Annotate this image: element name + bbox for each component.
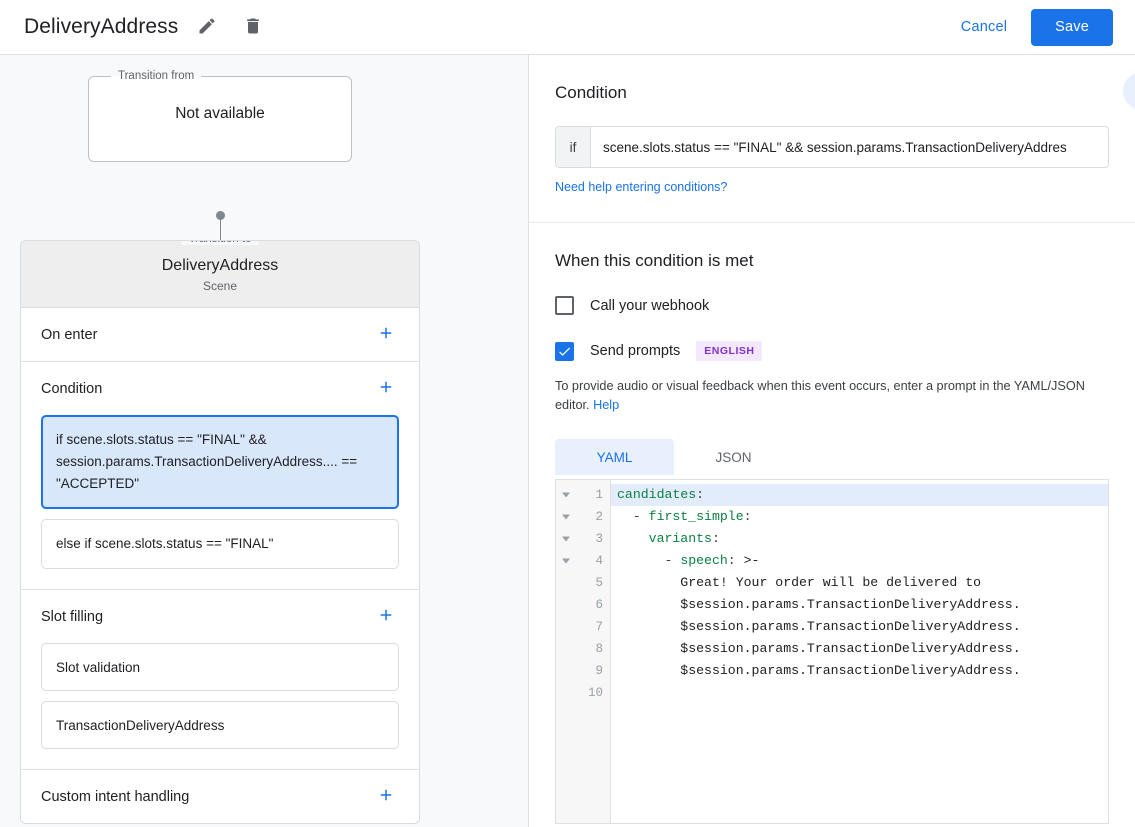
section-header-condition: Condition — [41, 362, 399, 415]
scene-card-header: Transition to DeliveryAddress Scene — [21, 241, 419, 308]
left-panel: Transition from Not available Transition… — [0, 55, 528, 827]
section-header-custom-intent-handling: Custom intent handling — [41, 770, 399, 823]
condition-expression-input[interactable] — [591, 127, 1108, 167]
language-badge: ENGLISH — [696, 341, 763, 361]
tab-json[interactable]: JSON — [674, 439, 793, 475]
list-item[interactable]: Slot validation — [41, 643, 399, 691]
editor-line-number: 5 — [595, 576, 603, 590]
save-button[interactable]: Save — [1031, 8, 1113, 46]
page-title: DeliveryAddress — [24, 15, 179, 38]
condition-item[interactable]: else if scene.slots.status == "FINAL" — [41, 519, 399, 569]
transition-from-legend: Transition from — [118, 70, 195, 82]
transition-to-legend: Transition to — [181, 241, 259, 245]
editor-line-number: 1 — [556, 484, 610, 506]
fold-triangle-icon[interactable] — [562, 536, 570, 542]
transition-from-card: Transition from Not available — [88, 70, 352, 162]
section-header-slot-filling: Slot filling — [41, 590, 399, 643]
condition-panel-title: Condition — [555, 83, 627, 102]
editor-line-number: 3 — [556, 528, 610, 550]
send-prompts-row[interactable]: Send prompts ENGLISH — [555, 341, 1109, 361]
section-title-condition: Condition — [41, 380, 103, 397]
top-bar: DeliveryAddress Cancel Save — [0, 0, 1135, 55]
editor-line-number: 2 — [556, 506, 610, 528]
plus-icon — [377, 324, 395, 345]
add-condition-button[interactable] — [373, 376, 399, 402]
editor-line-number: 10 — [587, 686, 603, 700]
editor-format-tabs: YAML JSON — [555, 439, 1109, 475]
cancel-button[interactable]: Cancel — [947, 10, 1021, 44]
prompts-description-text: To provide audio or visual feedback when… — [555, 379, 1085, 412]
plus-icon — [377, 606, 395, 627]
section-condition: Condition if scene.slots.status == "FINA… — [21, 362, 419, 590]
send-prompts-checkbox[interactable] — [555, 341, 574, 361]
transition-from-value: Not available — [175, 104, 265, 122]
edit-button[interactable] — [190, 10, 224, 44]
editor-code-line: - speech: >- — [617, 553, 760, 568]
editor-line-number: 8 — [595, 642, 603, 656]
scene-subtitle: Scene — [202, 279, 238, 293]
tab-yaml[interactable]: YAML — [555, 439, 674, 475]
connector-dot — [216, 211, 225, 220]
fold-triangle-icon[interactable] — [562, 514, 570, 520]
condition-item-selected[interactable]: if scene.slots.status == "FINAL" && sess… — [41, 415, 399, 509]
editor-line-number: 9 — [595, 664, 603, 678]
editor-code-line: Great! Your order will be delivered to — [617, 575, 982, 590]
fold-triangle-icon[interactable] — [562, 492, 570, 498]
editor-code-line: $session.params.TransactionDeliveryAddre… — [617, 641, 1021, 656]
condition-help-link[interactable]: Need help entering conditions? — [555, 180, 728, 194]
webhook-row[interactable]: Call your webhook — [555, 296, 1109, 315]
add-slot-filling-button[interactable] — [373, 604, 399, 630]
editor-code-line: $session.params.TransactionDeliveryAddre… — [617, 663, 1021, 678]
section-custom-intent-handling: Custom intent handling — [21, 770, 419, 823]
trash-icon — [243, 16, 263, 39]
section-title-on-enter: On enter — [41, 326, 98, 343]
when-condition-met-panel: When this condition is met Call your web… — [529, 223, 1135, 824]
prompts-description: To provide audio or visual feedback when… — [555, 377, 1109, 415]
section-title-custom-intent-handling: Custom intent handling — [41, 788, 190, 805]
editor-code-line: $session.params.TransactionDeliveryAddre… — [617, 597, 1021, 612]
section-slot-filling: Slot filling Slot validation Transaction… — [21, 590, 419, 770]
delete-button[interactable] — [236, 10, 270, 44]
editor-line-number: 6 — [595, 598, 603, 612]
list-item[interactable]: TransactionDeliveryAddress — [41, 701, 399, 749]
scene-card: Transition to DeliveryAddress Scene On e… — [20, 240, 420, 824]
when-condition-met-title: When this condition is met — [555, 251, 754, 270]
prompts-help-link[interactable]: Help — [593, 398, 620, 412]
section-header-on-enter: On enter — [41, 308, 399, 361]
plus-icon — [377, 786, 395, 807]
add-on-enter-button[interactable] — [373, 322, 399, 348]
editor-code-line: - first_simple: — [617, 509, 752, 524]
condition-input-row: if — [555, 126, 1109, 168]
slot-filling-list: Slot validation TransactionDeliveryAddre… — [41, 643, 399, 769]
condition-panel: Condition if Need help entering conditio… — [529, 55, 1135, 223]
send-prompts-label: Send prompts — [590, 343, 681, 359]
editor-code-area[interactable]: candidates: - first_simple: variants: - … — [611, 480, 1108, 823]
editor-code-line — [611, 682, 1108, 704]
editor-code-line: variants: — [648, 531, 720, 546]
editor-code-line: $session.params.TransactionDeliveryAddre… — [617, 619, 1021, 634]
expand-panel-button[interactable] — [1123, 72, 1135, 110]
fold-triangle-icon[interactable] — [562, 558, 570, 564]
editor-code-line: candidates: — [611, 484, 1108, 506]
condition-list: if scene.slots.status == "FINAL" && sess… — [41, 415, 399, 589]
section-on-enter: On enter — [21, 308, 419, 362]
pencil-icon — [197, 16, 217, 39]
right-panel: Condition if Need help entering conditio… — [528, 55, 1135, 827]
call-webhook-checkbox[interactable] — [555, 296, 574, 315]
editor-line-number: 7 — [595, 620, 603, 634]
editor-line-number: 4 — [556, 550, 610, 572]
plus-icon — [377, 378, 395, 399]
add-custom-intent-button[interactable] — [373, 784, 399, 810]
scene-name: DeliveryAddress — [161, 257, 279, 274]
section-title-slot-filling: Slot filling — [41, 608, 104, 625]
call-webhook-label: Call your webhook — [590, 297, 710, 314]
condition-if-label: if — [556, 127, 591, 167]
